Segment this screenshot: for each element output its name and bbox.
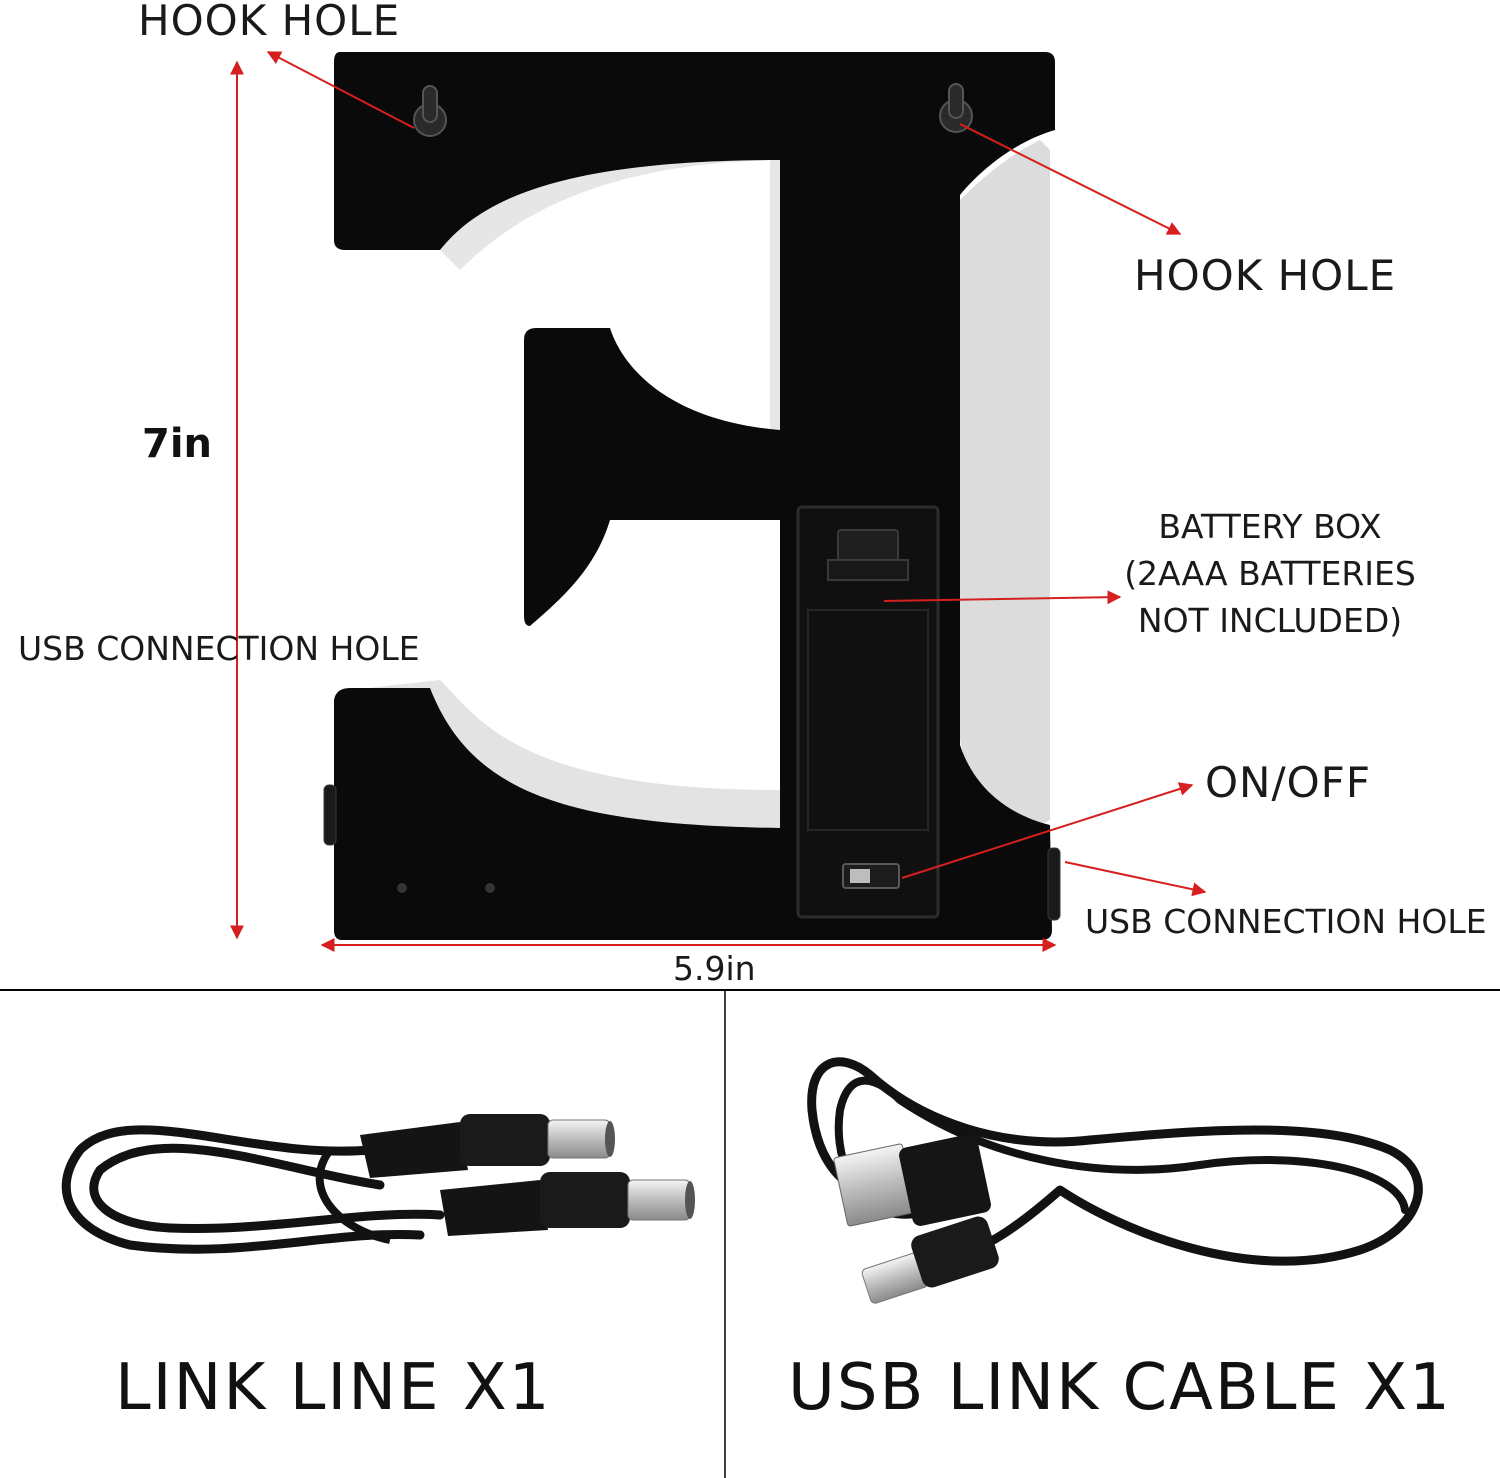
- usb-hole-left-label: USB CONNECTION HOLE: [18, 629, 420, 668]
- letter-edge-bottom: [350, 680, 780, 836]
- hook-hole-right-icon: [939, 83, 973, 133]
- usb-port-left-icon: [323, 784, 337, 846]
- link-line-cable-icon: [61, 1114, 695, 1254]
- letter-edge-right: [960, 140, 1050, 830]
- height-dimension-label: 7in: [142, 421, 213, 467]
- hook-hole-top-label: HOOK HOLE: [138, 0, 401, 45]
- battery-label-line3: NOT INCLUDED): [1137, 600, 1403, 640]
- on-off-switch-icon: [842, 863, 900, 889]
- usb-link-cable-title: USB LINK CABLE X1: [788, 1351, 1452, 1425]
- on-off-label: ON/OFF: [1205, 758, 1372, 807]
- arrow-usb-right: [1064, 861, 1207, 897]
- arrow-battery: [883, 590, 1122, 605]
- screw-hole-icon: [397, 883, 407, 893]
- battery-label-line2: (2AAA BATTERIES: [1124, 553, 1416, 593]
- arrow-hook-right: [959, 123, 1182, 235]
- battery-label-line1: BATTERY BOX: [1158, 507, 1382, 546]
- screw-hole-icon: [485, 883, 495, 893]
- usb-hole-right-label: USB CONNECTION HOLE: [1085, 902, 1487, 941]
- usb-link-cable-icon: [807, 1057, 1423, 1304]
- arrow-on-off: [901, 782, 1194, 879]
- battery-box-icon: [796, 505, 940, 919]
- battery-box-label: BATTERY BOX (2AAA BATTERIES NOT INCLUDED…: [1120, 504, 1420, 645]
- hook-hole-right-label: HOOK HOLE: [1134, 251, 1397, 300]
- arrow-hook-top: [266, 51, 415, 129]
- width-dimension-label: 5.9in: [673, 949, 756, 988]
- hook-hole-left-icon: [413, 85, 447, 137]
- link-line-title: LINK LINE X1: [115, 1351, 552, 1425]
- usb-port-right-icon: [1047, 847, 1061, 921]
